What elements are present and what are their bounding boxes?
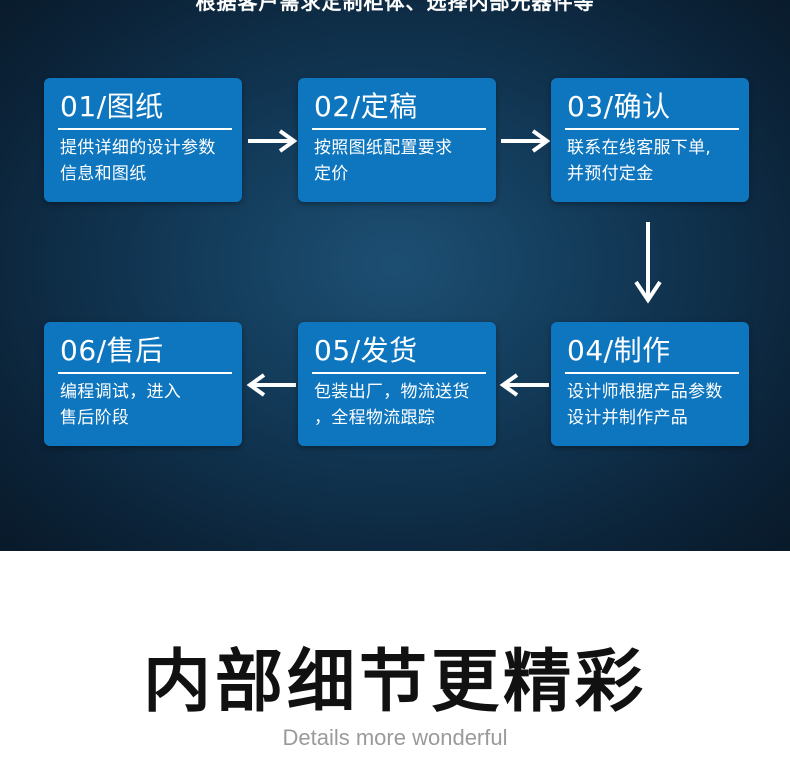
arrow-left-icon: [246, 373, 296, 397]
step-title: 01/图纸: [60, 90, 164, 123]
step-title: 02/定稿: [314, 90, 418, 123]
arrow-right-icon: [501, 129, 551, 153]
step-desc: 设计师根据产品参数 设计并制作产品: [567, 382, 723, 428]
step-divider: [58, 372, 232, 374]
step-divider: [312, 372, 486, 374]
step-box-04: 04/制作 设计师根据产品参数 设计并制作产品: [551, 322, 749, 446]
step-desc: 包装出厂，物流送货 ，全程物流跟踪: [314, 382, 470, 428]
step-box-05: 05/发货 包装出厂，物流送货 ，全程物流跟踪: [298, 322, 496, 446]
step-box-06: 06/售后 编程调试，进入 售后阶段: [44, 322, 242, 446]
arrow-left-icon: [499, 373, 549, 397]
step-title: 03/确认: [567, 90, 671, 123]
section-headline: 内部细节更精彩: [142, 643, 647, 722]
step-desc: 编程调试，进入 售后阶段: [60, 382, 182, 428]
top-caption: 根据客户需求定制柜体、选择内部元器件等: [195, 0, 595, 14]
step-box-01: 01/图纸 提供详细的设计参数 信息和图纸: [44, 78, 242, 202]
step-box-02: 02/定稿 按照图纸配置要求 定价: [298, 78, 496, 202]
step-title: 05/发货: [314, 334, 418, 367]
arrow-right-icon: [248, 129, 298, 153]
step-desc: 联系在线客服下单, 并预付定金: [567, 138, 712, 184]
step-box-03: 03/确认 联系在线客服下单, 并预付定金: [551, 78, 749, 202]
step-divider: [312, 128, 486, 130]
section-subtitle: Details more wonderful: [282, 725, 508, 750]
step-desc: 按照图纸配置要求 定价: [314, 138, 453, 184]
arrow-down-icon: [634, 222, 662, 304]
step-divider: [565, 372, 739, 374]
step-desc: 提供详细的设计参数 信息和图纸: [60, 138, 216, 184]
step-divider: [565, 128, 739, 130]
process-panel: 根据客户需求定制柜体、选择内部元器件等 01/图纸 提供详细的设计参数 信息和图…: [0, 0, 790, 551]
step-divider: [58, 128, 232, 130]
step-title: 06/售后: [60, 334, 164, 367]
step-title: 04/制作: [567, 334, 671, 367]
